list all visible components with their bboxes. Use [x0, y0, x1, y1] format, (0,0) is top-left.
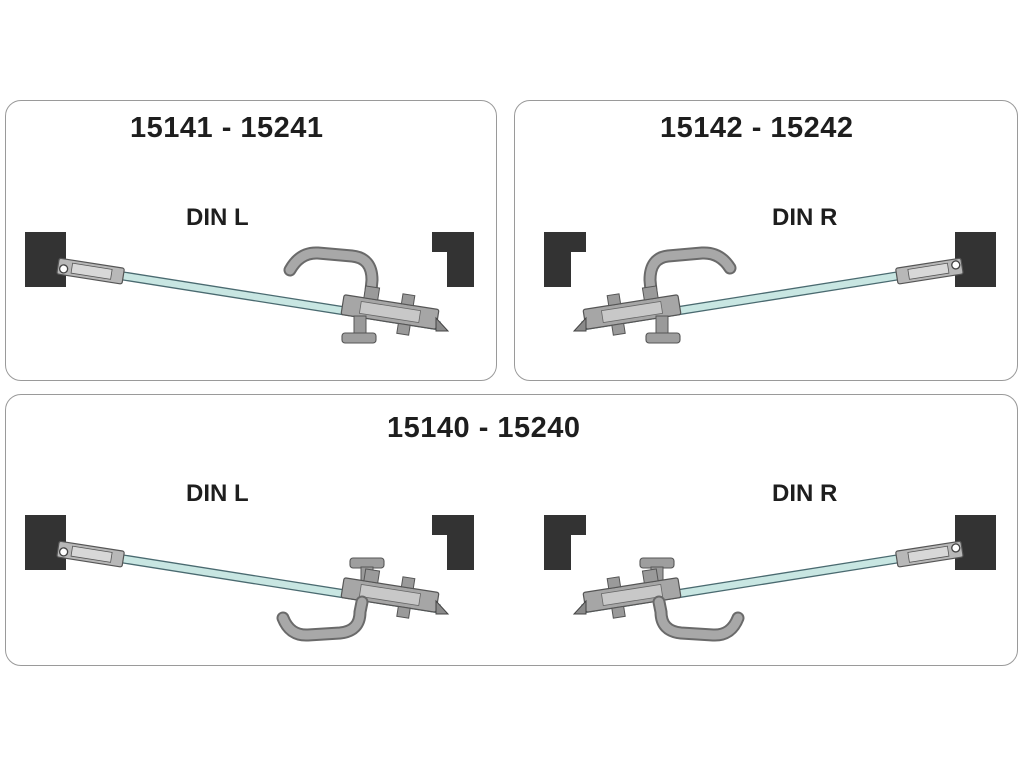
hinge-clamp — [56, 540, 126, 568]
door-din-r-bottom — [544, 515, 996, 642]
lock-knob — [341, 315, 377, 344]
door-handle — [652, 595, 745, 642]
door-handle — [283, 246, 379, 309]
frame-stop-left — [544, 232, 586, 287]
hinge-clamp — [894, 540, 964, 568]
latch-tip — [572, 599, 587, 615]
door-din-l-bottom — [25, 515, 474, 642]
frame-stop-right — [432, 232, 474, 287]
door-din-r-top — [544, 232, 996, 344]
latch-tip — [435, 599, 450, 615]
lock-knob — [645, 315, 681, 344]
door-handle — [276, 595, 369, 642]
din-label-bottom-right: DIN R — [772, 480, 838, 507]
frame-stop-left — [544, 515, 586, 570]
panel-title-bottom: 15140 - 15240 — [387, 412, 581, 444]
door-handle — [643, 246, 737, 309]
latch-tip — [435, 316, 450, 332]
hinge-clamp — [56, 257, 126, 285]
panel-bottom — [5, 394, 1018, 666]
din-label-top-left: DIN L — [186, 204, 249, 231]
din-label-top-right: DIN R — [772, 204, 838, 231]
latch-tip — [572, 316, 587, 332]
frame-stop-right — [432, 515, 474, 570]
din-label-bottom-left: DIN L — [186, 480, 249, 507]
panel-top-left — [5, 100, 497, 381]
panel-top-right — [514, 100, 1018, 381]
panel-title-top-right: 15142 - 15242 — [660, 112, 854, 144]
panel-title-top-left: 15141 - 15241 — [130, 112, 324, 144]
hinge-clamp — [894, 257, 964, 285]
door-din-l-top — [25, 232, 474, 344]
